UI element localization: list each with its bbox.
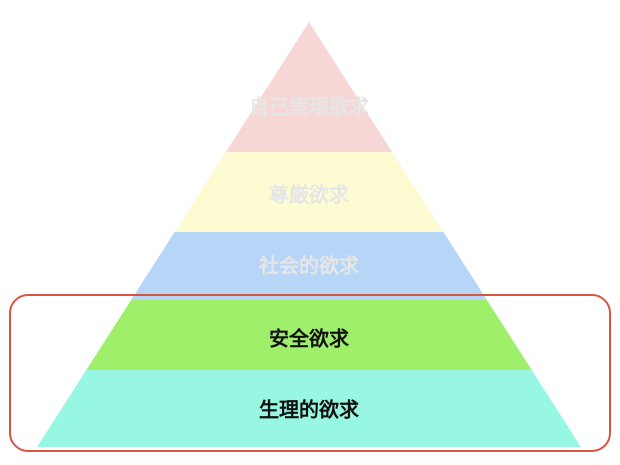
level-label-social: 社会的欲求 (258, 254, 360, 278)
level-label-safety: 安全欲求 (269, 327, 350, 351)
level-label-esteem: 尊厳欲求 (269, 183, 350, 207)
level-band-esteem (174, 152, 444, 232)
level-label-physiological: 生理的欲求 (259, 398, 360, 422)
pyramid-labels: 自己実現欲求 尊厳欲求 社会的欲求 安全欲求 生理的欲求 (249, 95, 370, 422)
level-band-self-actualization (225, 22, 393, 152)
level-band-social (131, 232, 487, 300)
level-band-safety (86, 300, 532, 370)
level-band-physiological (37, 370, 581, 447)
highlight-frame (9, 294, 611, 452)
pyramid-levels (37, 22, 581, 447)
level-label-self-actualization: 自己実現欲求 (249, 95, 370, 119)
